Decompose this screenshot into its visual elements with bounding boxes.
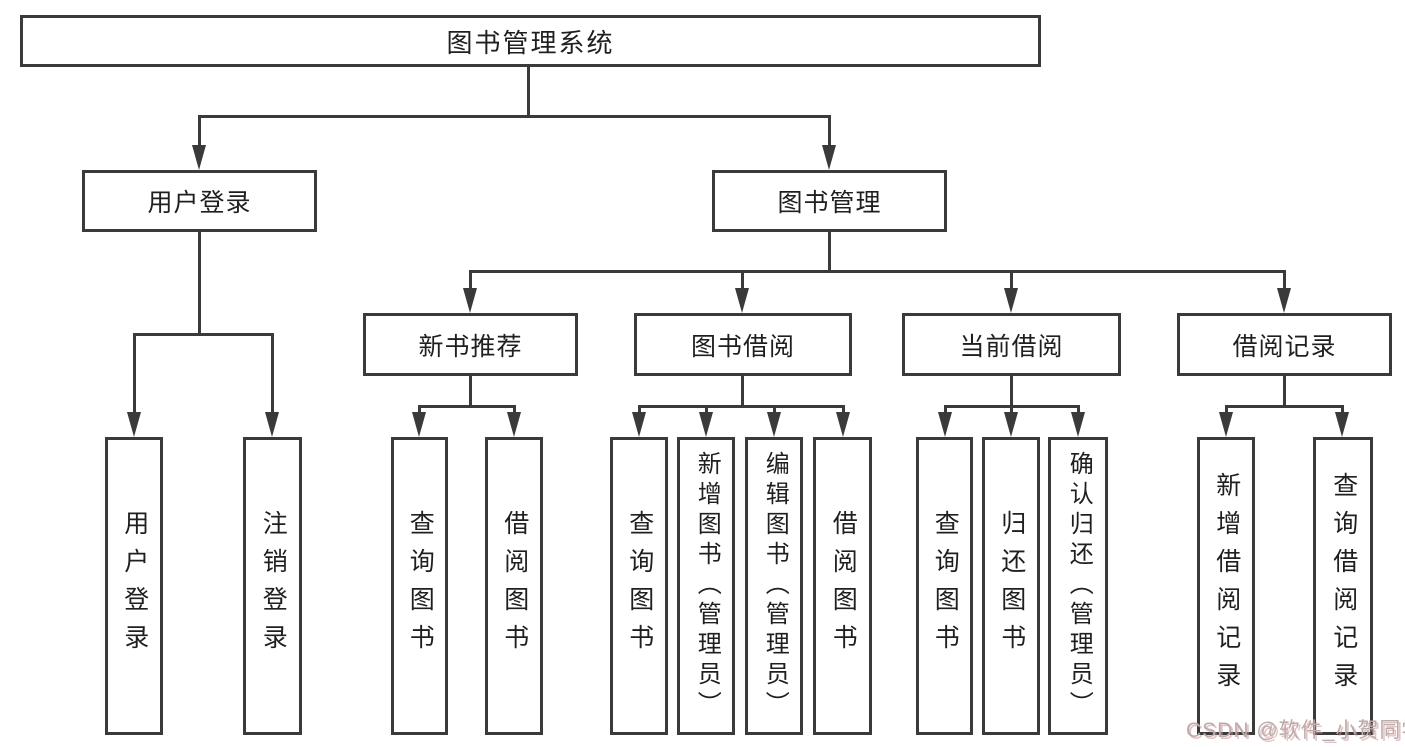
connector-user-login-bus: [133, 333, 274, 336]
arrow-down-icon: [127, 412, 141, 437]
node-new-book-recommend-label: 新书推荐: [418, 332, 523, 361]
leaf-label: 查询图书: [406, 510, 435, 662]
connector-drop: [418, 405, 421, 417]
node-book-borrow: 图书借阅: [634, 313, 852, 376]
arrow-down-icon: [1004, 412, 1018, 437]
arrow-down-icon: [938, 412, 952, 437]
leaf-label: 查询图书: [625, 510, 654, 662]
leaf-label: 查询图书: [931, 510, 960, 662]
leaf-label: 确认归还（管理员）: [1065, 451, 1093, 721]
connector-drop: [513, 405, 516, 417]
connector-drop: [1010, 270, 1013, 290]
connector-drop: [1225, 405, 1228, 417]
connector-drop: [271, 333, 274, 414]
connector-group-bus: [638, 405, 845, 408]
leaf-label: 编辑图书（管理员）: [761, 451, 789, 721]
arrow-down-icon: [412, 412, 426, 437]
connector-group-stem: [1010, 376, 1013, 408]
leaf-query-books: 查询图书: [916, 437, 973, 735]
arrow-down-icon: [1335, 412, 1349, 437]
arrow-down-icon: [265, 412, 279, 437]
node-current-borrow: 当前借阅: [902, 313, 1121, 376]
node-current-borrow-label: 当前借阅: [959, 332, 1064, 361]
leaf-add-books-admin: 新增图书（管理员）: [677, 437, 735, 735]
connector-group-bus: [418, 405, 516, 408]
node-borrow-records: 借阅记录: [1177, 313, 1392, 376]
node-book-management-label: 图书管理: [777, 189, 882, 217]
arrow-down-icon: [699, 412, 713, 437]
connector-drop: [741, 270, 744, 290]
connector-root-stem: [527, 67, 530, 117]
leaf-user-login: 用户登录: [105, 437, 163, 735]
connector-drop: [469, 270, 472, 290]
connector-drop: [1341, 405, 1344, 417]
connector-root-bus: [198, 115, 831, 118]
arrow-down-icon: [192, 145, 206, 170]
connector-drop: [705, 405, 708, 417]
leaf-logout: 注销登录: [243, 437, 302, 735]
node-user-login-label: 用户登录: [147, 189, 252, 217]
connector-drop-user-login: [198, 115, 201, 149]
connector-book-mgmt-bus: [469, 270, 1286, 273]
connector-drop-book-mgmt: [828, 115, 831, 149]
arrow-down-icon: [836, 412, 850, 437]
leaf-edit-books-admin: 编辑图书（管理员）: [745, 437, 803, 735]
connector-drop: [1283, 270, 1286, 290]
leaf-return-books: 归还图书: [982, 437, 1040, 735]
arrow-down-icon: [1277, 288, 1291, 313]
node-book-management: 图书管理: [712, 170, 947, 232]
node-user-login: 用户登录: [82, 170, 317, 232]
node-book-borrow-label: 图书借阅: [690, 332, 795, 361]
leaf-borrow-books: 借阅图书: [813, 437, 872, 735]
arrow-down-icon: [1071, 412, 1085, 437]
connector-group-stem: [1283, 376, 1286, 408]
arrow-down-icon: [1219, 412, 1233, 437]
leaf-label: 新增图书（管理员）: [693, 451, 721, 721]
leaf-query-borrow-record: 查询借阅记录: [1313, 437, 1373, 735]
node-borrow-records-label: 借阅记录: [1232, 332, 1337, 361]
connector-drop: [773, 405, 776, 417]
arrow-down-icon: [735, 288, 749, 313]
arrow-down-icon: [1004, 288, 1018, 313]
arrow-down-icon: [632, 412, 646, 437]
arrow-down-icon: [822, 145, 836, 170]
arrow-down-icon: [767, 412, 781, 437]
leaf-query-books: 查询图书: [610, 437, 668, 735]
connector-drop: [1010, 405, 1013, 417]
leaf-label: 新增借阅记录: [1212, 472, 1241, 700]
leaf-label: 借阅图书: [500, 510, 529, 662]
leaf-label: 用户登录: [120, 510, 149, 662]
connector-drop: [133, 333, 136, 414]
csdn-watermark: CSDN @软件_小贺同学: [1186, 719, 1405, 742]
connector-user-login-stem: [198, 232, 201, 335]
connector-drop: [1077, 405, 1080, 417]
connector-drop: [944, 405, 947, 417]
connector-group-stem: [741, 376, 744, 408]
leaf-label: 查询借阅记录: [1329, 472, 1358, 700]
connector-group-bus: [1225, 405, 1344, 408]
arrow-down-icon: [463, 288, 477, 313]
leaf-add-borrow-record: 新增借阅记录: [1197, 437, 1255, 735]
leaf-borrow-books: 借阅图书: [485, 437, 543, 735]
leaf-query-books: 查询图书: [391, 437, 448, 735]
leaf-label: 注销登录: [259, 510, 288, 662]
connector-group-stem: [469, 376, 472, 408]
leaf-label: 借阅图书: [829, 510, 858, 662]
arrow-down-icon: [507, 412, 521, 437]
node-new-book-recommend: 新书推荐: [363, 313, 578, 376]
connector-drop: [638, 405, 641, 417]
node-root-label: 图书管理系统: [446, 27, 615, 58]
connector-book-mgmt-stem: [828, 232, 831, 272]
connector-drop: [842, 405, 845, 417]
leaf-label: 归还图书: [997, 510, 1026, 662]
leaf-confirm-return-admin: 确认归还（管理员）: [1048, 437, 1108, 735]
node-root: 图书管理系统: [20, 15, 1041, 67]
